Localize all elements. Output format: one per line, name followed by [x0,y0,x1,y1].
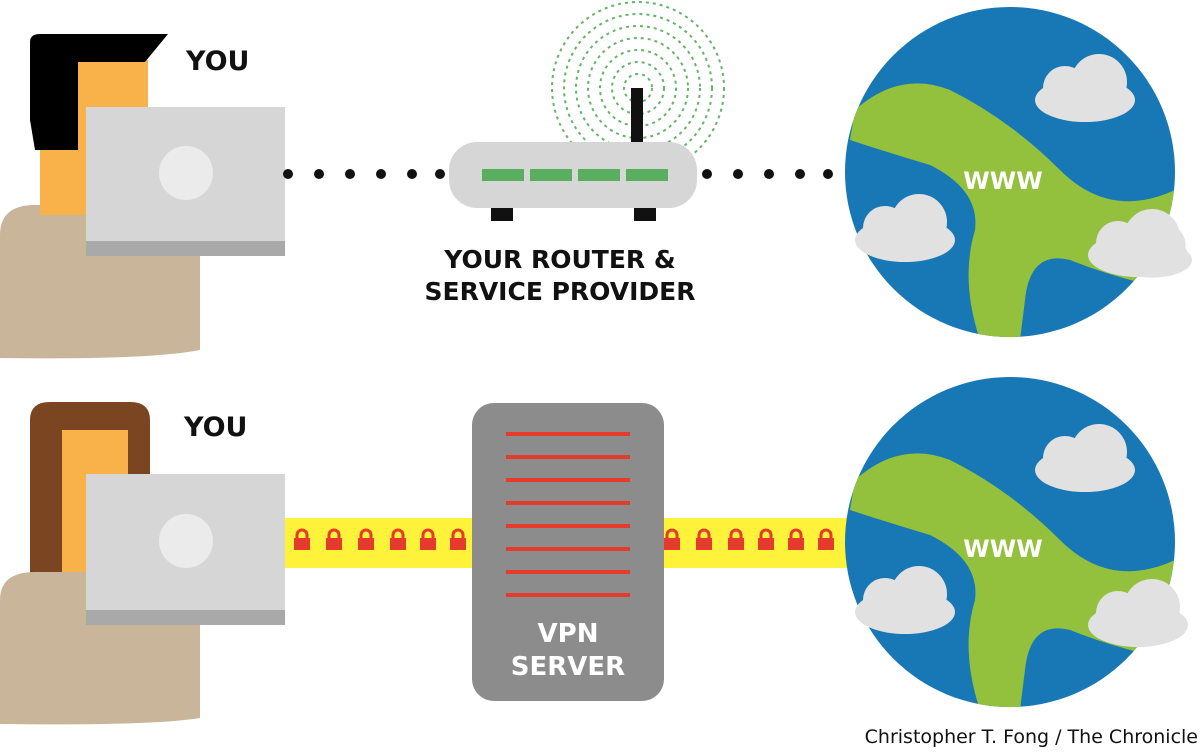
globe-bottom-icon [845,377,1188,707]
www-label-top: WWW [963,167,1043,195]
www-label-bottom: WWW [963,535,1043,563]
router-label: YOUR ROUTER & SERVICE PROVIDER [380,244,740,308]
vpn-label-line2: SERVER [510,652,626,682]
globe-top-icon [845,7,1192,337]
router-label-line1: YOUR ROUTER & [444,245,676,274]
you-label-top: YOU [186,46,250,77]
router-label-line2: SERVICE PROVIDER [424,277,696,306]
router-icon [449,88,697,221]
dotted-connection [283,169,833,179]
hair-male [30,34,168,150]
vpn-server-label: VPN SERVER [472,618,664,684]
server-icon [472,403,664,701]
you-label-bottom: YOU [184,412,248,443]
laptop-top-icon [86,107,285,256]
laptop-bottom-icon [86,474,285,625]
photo-credit: Christopher T. Fong / The Chronicle [864,726,1198,748]
vpn-label-line1: VPN [537,619,599,649]
